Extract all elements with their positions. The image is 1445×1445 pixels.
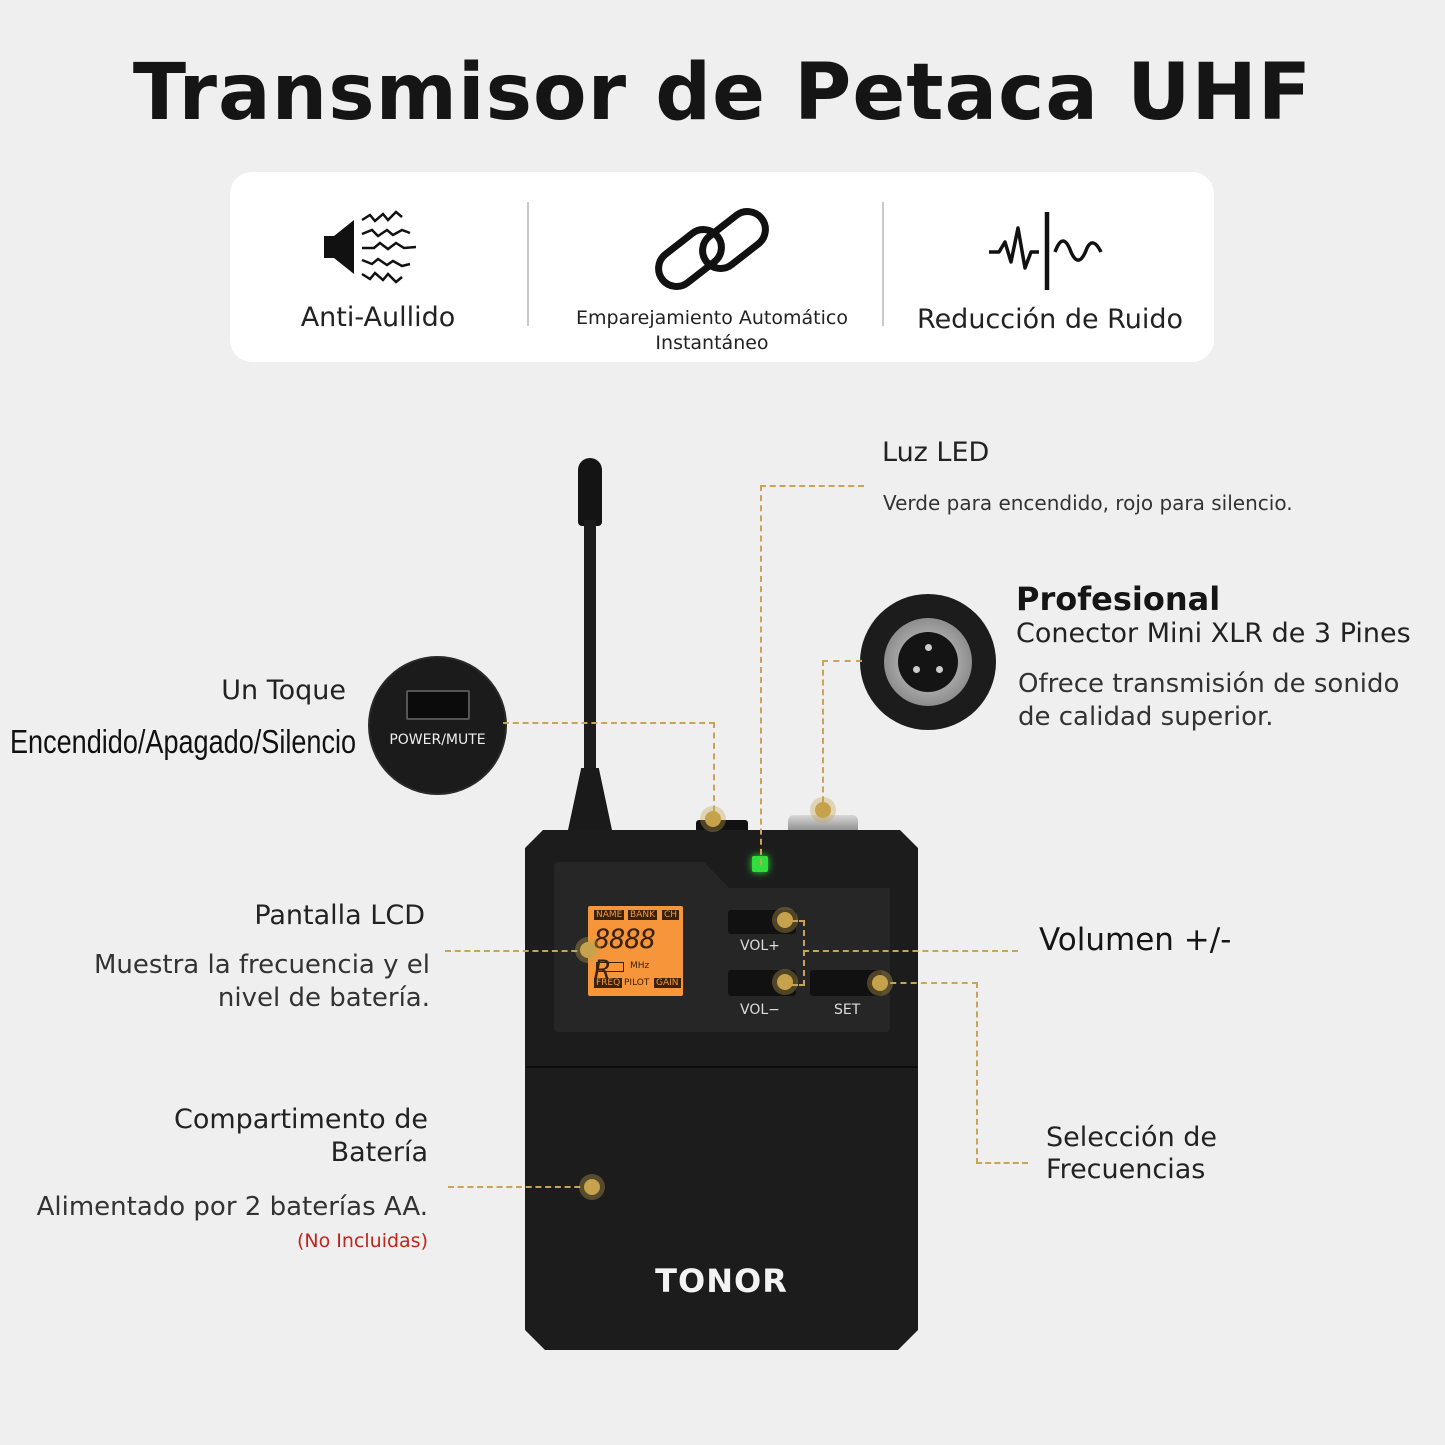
lcd-tag-gain: GAIN xyxy=(654,978,681,988)
xlr-desc2: de calidad superior. xyxy=(1018,702,1274,732)
callout-dot-xlr xyxy=(815,802,831,818)
xlr-pin xyxy=(925,644,932,651)
battery-door-seam xyxy=(526,1066,917,1068)
power-mute-switch[interactable] xyxy=(406,690,470,720)
page-title: Transmisor de Petaca UHF xyxy=(132,48,1313,138)
chain-link-icon xyxy=(655,208,769,290)
set-button[interactable] xyxy=(810,970,882,996)
freq-heading1: Selección de xyxy=(1046,1122,1218,1153)
battery-level-icon xyxy=(596,962,624,972)
brand-logo: TONOR xyxy=(655,1262,788,1300)
xlr-heading1: Profesional xyxy=(1016,580,1221,618)
feature-label-line2: Instantáneo xyxy=(655,332,769,354)
led-desc: Verde para encendido, rojo para silencio… xyxy=(883,491,1293,515)
lcd-tag-pilot: PILOT xyxy=(624,978,650,988)
speaker-feedback-icon xyxy=(324,210,417,284)
feature-anti-feedback: Anti-Aullido xyxy=(230,172,526,362)
freq-heading2: Frecuencias xyxy=(1046,1154,1206,1185)
features-panel: Anti-Aullido Emparejamiento Automático I… xyxy=(230,172,1214,362)
feature-divider xyxy=(882,202,884,326)
noise-waveform-icon xyxy=(989,212,1103,290)
leader-led xyxy=(760,485,864,865)
xlr-desc1: Ofrece transmisión de sonido xyxy=(1018,669,1400,699)
feature-label: Reducción de Ruido xyxy=(917,304,1183,335)
battery-desc: Alimentado por 2 baterías AA. xyxy=(36,1192,428,1222)
lcd-tag-ch: CH xyxy=(662,910,680,920)
callout-dot-power xyxy=(705,811,721,827)
power-heading1: Un Toque xyxy=(221,675,346,706)
xlr-heading2: Conector Mini XLR de 3 Pines xyxy=(1016,618,1411,649)
battery-note: (No Incluidas) xyxy=(297,1230,428,1252)
leader-freq-end xyxy=(976,1162,1028,1164)
callout-dot-lcd xyxy=(580,942,596,958)
lcd-tag-bank: BANK xyxy=(628,910,657,920)
xlr-ring xyxy=(884,618,972,706)
feature-label: Anti-Aullido xyxy=(300,302,456,333)
xlr-socket xyxy=(898,632,958,692)
lcd-screen: NAME BANK CH 8888 R MHz FREQ PILOT GAIN xyxy=(588,906,683,996)
antenna-rod xyxy=(584,520,596,772)
battery-heading1: Compartimento de xyxy=(173,1104,428,1135)
leader-volume xyxy=(803,950,1018,952)
callout-dot-set xyxy=(872,975,888,991)
volume-heading: Volumen +/- xyxy=(1039,922,1232,958)
xlr-pin xyxy=(913,666,920,673)
feature-label-line1: Emparejamiento Automático xyxy=(576,307,848,329)
callout-dot-vol-up xyxy=(777,912,793,928)
lcd-tag-name: NAME xyxy=(594,910,625,920)
xlr-pin xyxy=(936,666,943,673)
feature-auto-pairing: Emparejamiento Automático Instantáneo xyxy=(546,172,878,362)
leader-power xyxy=(503,722,715,822)
set-label: SET xyxy=(834,1002,861,1018)
xlr-zoom xyxy=(860,594,996,730)
lcd-unit: MHz xyxy=(630,961,650,971)
leader-lcd xyxy=(445,950,587,952)
callout-dot-battery xyxy=(584,1179,600,1195)
callout-dot-vol-down xyxy=(777,974,793,990)
lcd-tag-freq: FREQ xyxy=(594,978,623,988)
leader-volume-bracket xyxy=(785,920,805,986)
led-heading: Luz LED xyxy=(882,437,990,468)
lcd-heading: Pantalla LCD xyxy=(254,900,425,931)
power-mute-label: POWER/MUTE xyxy=(389,732,486,748)
power-heading2: Encendido/Apagado/Silencio xyxy=(10,723,357,760)
lcd-digits: 8888 R xyxy=(594,924,656,986)
vol-down-label: VOL− xyxy=(740,1002,780,1018)
leader-xlr xyxy=(822,660,862,812)
antenna-tip xyxy=(578,458,602,526)
power-mute-zoom: POWER/MUTE xyxy=(368,656,507,795)
lcd-desc1: Muestra la frecuencia y el xyxy=(93,950,430,980)
battery-heading2: Batería xyxy=(330,1137,428,1168)
feature-divider xyxy=(527,202,529,326)
feature-noise-reduction: Reducción de Ruido xyxy=(890,172,1210,362)
vol-up-label: VOL+ xyxy=(740,938,780,954)
leader-battery xyxy=(448,1186,590,1188)
leader-freq xyxy=(880,982,978,1164)
lcd-desc2: nivel de batería. xyxy=(217,983,430,1013)
xlr-jack-top[interactable] xyxy=(788,815,858,832)
